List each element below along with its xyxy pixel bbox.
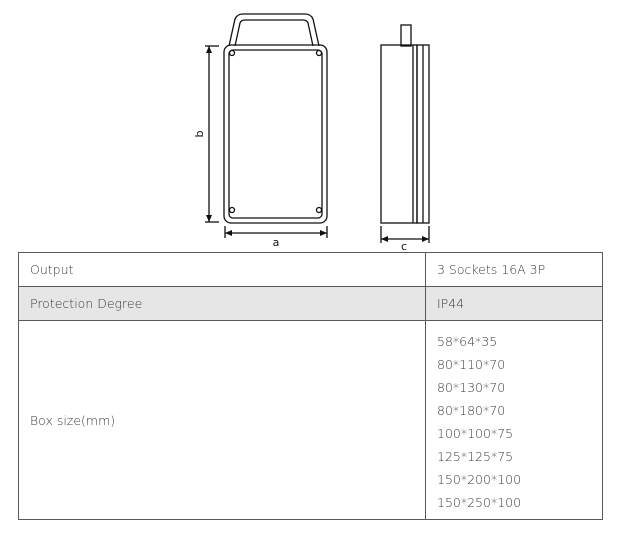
box-size-item: 100*100*75 [437, 426, 514, 441]
box-size-label: Box size(mm) [18, 320, 426, 520]
enclosure-dimension-drawing: b a c [193, 13, 430, 252]
handle-outline [228, 13, 320, 47]
screw-top-right [315, 49, 323, 57]
front-view-outer [223, 44, 328, 224]
protection-degree-value: IP44 [425, 286, 603, 321]
box-size-list: 58*64*35 80*110*70 80*130*70 80*180*70 1… [437, 326, 591, 515]
screw-bottom-left [228, 206, 236, 214]
dim-a-label: a [273, 236, 280, 249]
box-size-item: 58*64*35 [437, 333, 498, 349]
output-label: Output [18, 252, 426, 287]
box-size-item: 125*125*75 [437, 449, 514, 465]
table-row-output: Output 3 Sockets 16A 3P [18, 252, 603, 287]
screw-bottom-right [315, 206, 323, 214]
output-value: 3 Sockets 16A 3P [425, 252, 603, 287]
dim-b-label: b [193, 130, 206, 137]
side-view-knob [400, 24, 412, 47]
front-view-inner [228, 49, 323, 219]
side-view-body [380, 44, 418, 224]
table-row-protection-degree: Protection Degree IP44 [18, 286, 603, 321]
box-size-item: 150*250*100 [437, 495, 522, 511]
table-row-box-size: Box size(mm) 58*64*35 80*110*70 80*130*7… [18, 320, 603, 520]
handle-inner-outline [234, 19, 314, 47]
box-size-item: 80*130*70 [437, 379, 506, 395]
specification-table: Output 3 Sockets 16A 3P Protection Degre… [18, 252, 603, 520]
box-size-item: 80*180*70 [437, 402, 506, 418]
box-size-item: 150*200*100 [437, 472, 522, 488]
protection-degree-label: Protection Degree [18, 286, 426, 321]
box-size-item: 80*110*70 [437, 356, 506, 372]
dim-c-label: c [401, 240, 407, 252]
box-size-values: 58*64*35 80*110*70 80*130*70 80*180*70 1… [425, 320, 603, 520]
screw-top-left [228, 49, 236, 57]
